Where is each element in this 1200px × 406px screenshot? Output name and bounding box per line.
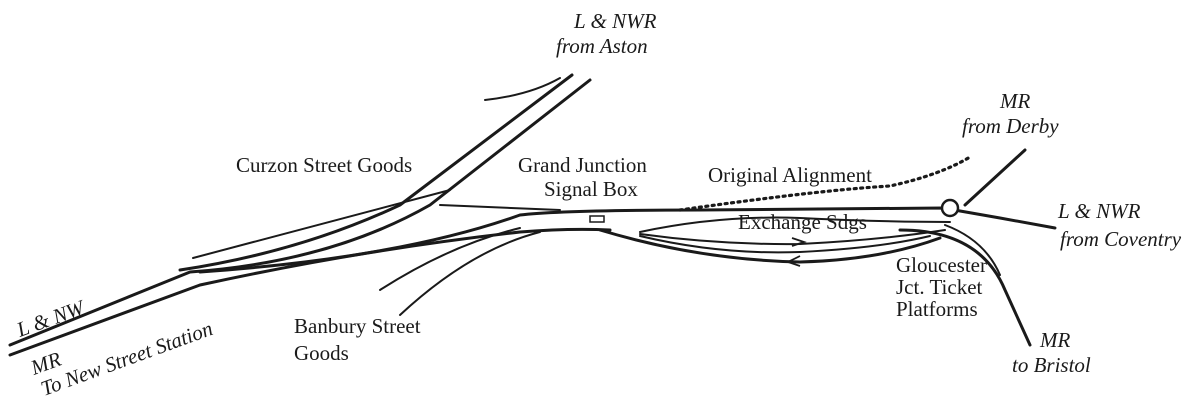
label-original-alignment: Original Alignment <box>708 163 872 187</box>
label-lnwr-aston-line1: L & NWR <box>573 9 657 33</box>
label-mr-bristol-line2: to Bristol <box>1012 353 1091 377</box>
label-mr-bristol-line1: MR <box>1039 328 1070 352</box>
mr-bristol-track <box>898 228 1032 347</box>
label-gloucester-line3: Platforms <box>896 297 978 321</box>
label-curzon-street-goods: Curzon Street Goods <box>236 153 412 177</box>
label-gloucester-line2: Jct. Ticket <box>896 275 983 299</box>
junction-circle <box>940 198 960 218</box>
upper-main-track <box>439 204 561 211</box>
mr-derby-track <box>963 148 1027 207</box>
label-lnwr-coventry-line1: L & NWR <box>1057 199 1141 223</box>
label-exchange-sidings: Exchange Sdgs <box>738 210 867 234</box>
label-grand-junction-line1: Grand Junction <box>518 153 647 177</box>
signal-box-marker <box>589 215 605 223</box>
main-through-track <box>198 206 1057 274</box>
curzon-goods-siding <box>192 189 451 259</box>
banbury-goods-branch-2 <box>379 227 521 291</box>
gloucester-platform-line-2 <box>639 235 931 254</box>
mr-new-street-track <box>8 227 612 357</box>
label-gloucester-line1: Gloucester <box>896 253 987 277</box>
banbury-goods-branch-1 <box>399 231 541 316</box>
direction-arrow-lower <box>785 255 801 267</box>
diagram-labels: L & NWR from Aston Curzon Street Goods G… <box>13 9 1182 401</box>
label-banbury-line2: Goods <box>294 341 349 365</box>
label-banbury-line1: Banbury Street <box>294 314 421 338</box>
label-lnwr-aston-line2: from Aston <box>556 34 648 58</box>
exchange-sidings-upper <box>639 216 951 233</box>
gloucester-platform-line-1 <box>598 228 942 264</box>
label-new-street-station: To New Street Station <box>38 316 216 400</box>
label-grand-junction-line2: Signal Box <box>544 177 638 201</box>
track-network <box>8 73 1057 357</box>
original-alignment-dotted <box>678 155 972 212</box>
label-lnw-left: L & NW <box>13 294 90 342</box>
lnw-aston-track-inner <box>178 73 574 272</box>
label-mr-derby-line1: MR <box>999 89 1030 113</box>
label-lnwr-coventry-line2: from Coventry <box>1060 227 1182 251</box>
mr-bristol-track-inner <box>944 224 1001 276</box>
direction-arrow-upper <box>791 237 807 247</box>
label-mr-derby-line2: from Derby <box>962 114 1059 138</box>
lnw-aston-track-outer <box>8 78 592 347</box>
lnw-aston-branch-curve <box>484 77 561 101</box>
